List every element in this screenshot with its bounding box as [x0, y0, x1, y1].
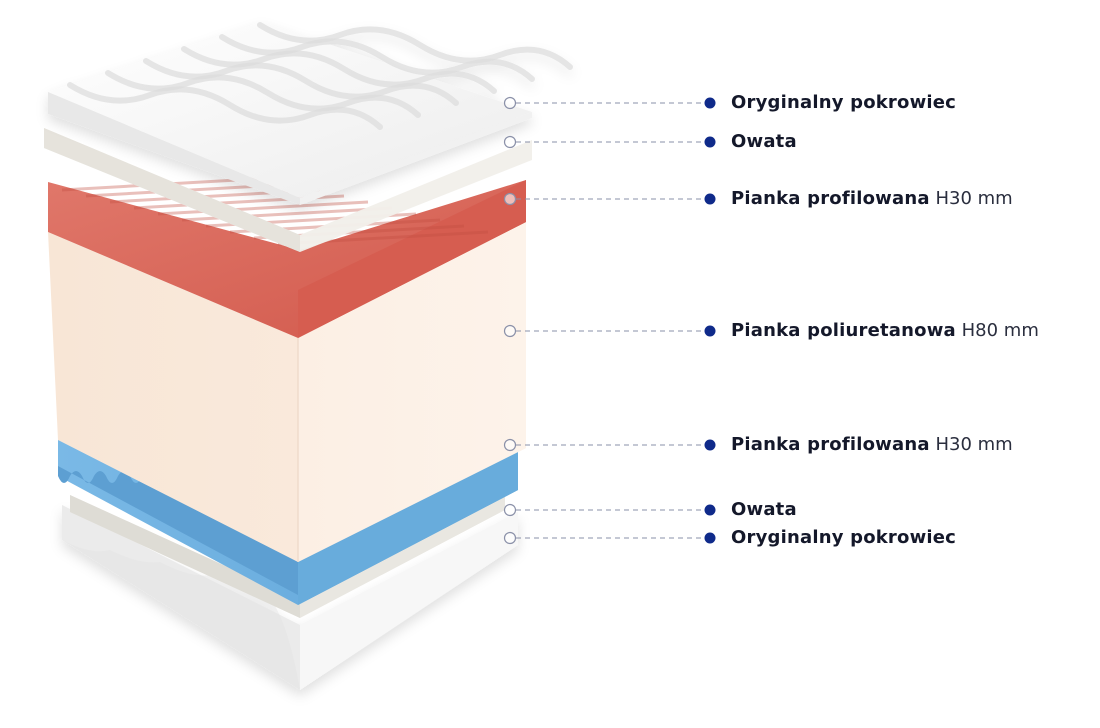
leader-marker-dot: [704, 193, 716, 205]
leader-origin-dot: [503, 438, 517, 452]
layer-name: Oryginalny pokrowiec: [731, 92, 957, 113]
leader-origin-dot: [503, 96, 517, 110]
leader-origin-dot: [503, 192, 517, 206]
layer-dimension: H30 mm: [935, 188, 1013, 209]
foam-ridge: [157, 200, 369, 216]
layer-name: Owata: [731, 131, 797, 152]
layer-label: Oryginalny pokrowiec: [731, 527, 956, 549]
layer-label: Pianka poliuretanowa H80 mm: [731, 320, 1039, 342]
core-foam-layer: [48, 222, 526, 562]
layer-label: Owata: [731, 131, 797, 153]
bottom-cover-layer: [62, 505, 518, 690]
layer-dimension: H30 mm: [935, 434, 1013, 455]
layer-name: Pianka poliuretanowa: [731, 320, 956, 341]
bottom-wadding-layer: [70, 492, 505, 618]
top-cover-layer: [48, 22, 573, 205]
leader-lines: [503, 96, 716, 545]
layer-name: Oryginalny pokrowiec: [731, 527, 957, 548]
layer-name: Owata: [731, 499, 797, 520]
leader-marker-dot: [704, 97, 716, 109]
layer-label: Oryginalny pokrowiec: [731, 92, 956, 114]
leader-origin-dot: [503, 503, 517, 517]
layer-label: Pianka profilowana H30 mm: [731, 434, 1013, 456]
leader-marker-dot: [704, 504, 716, 516]
layer-dimension: H80 mm: [961, 320, 1039, 341]
layer-name: Pianka profilowana: [731, 434, 930, 455]
leader-marker-dot: [704, 136, 716, 148]
leader-marker-dot: [704, 439, 716, 451]
leader-origin-dot: [503, 135, 517, 149]
layer-label: Owata: [731, 499, 797, 521]
leader-marker-dot: [704, 325, 716, 337]
leader-marker-dot: [704, 532, 716, 544]
leader-origin-dot: [503, 531, 517, 545]
layer-label: Pianka profilowana H30 mm: [731, 188, 1013, 210]
top-wadding-layer: [44, 128, 532, 252]
cover-wave: [257, 22, 573, 70]
layer-name: Pianka profilowana: [731, 188, 930, 209]
leader-origin-dot: [503, 324, 517, 338]
